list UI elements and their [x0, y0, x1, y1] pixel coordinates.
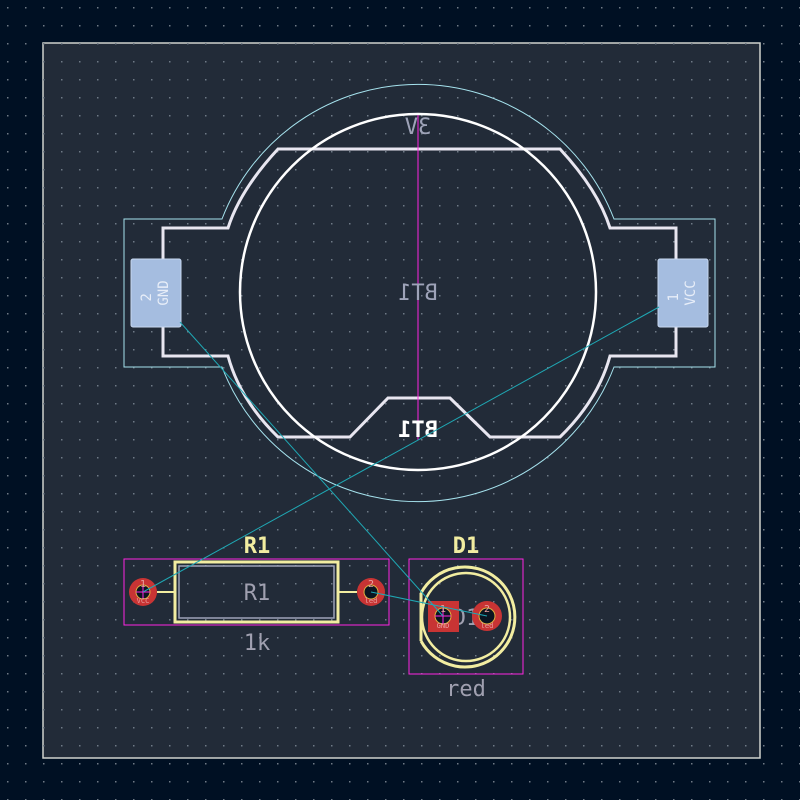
bt1-value: 3V — [405, 115, 432, 140]
d1-courtyard — [408, 558, 524, 675]
bt1-pad-2-net: GND — [156, 280, 172, 305]
d1-pad-1-net: GND — [437, 622, 450, 630]
d1-pad-2-net: led — [481, 622, 494, 630]
r1-pad-1-number: 1 — [140, 579, 146, 590]
d1-pad-2-number: 2 — [484, 604, 490, 615]
bt1-pad-2-label: 2 GND — [139, 280, 172, 305]
ratsnest-vcc — [142, 306, 660, 593]
bt1-pad-1-number: 1 — [666, 293, 682, 301]
d1-reference: D1 — [453, 534, 480, 559]
bt1-battery-circle — [238, 112, 598, 472]
r1-courtyard — [123, 558, 390, 626]
r1-pad-2-number: 2 — [368, 579, 374, 590]
d1-pad-1-number: 1 — [440, 604, 446, 615]
bt1-pad-1-net: VCC — [683, 280, 699, 305]
d1-value: red — [446, 677, 486, 702]
d1-silkscreen-outline — [419, 565, 517, 669]
r1-pad-1-net: VCC — [137, 597, 150, 605]
footprint-d1[interactable]: D1 1 GND 2 led D1 red — [408, 534, 524, 702]
ratsnest — [142, 306, 660, 617]
bt1-pad-1[interactable] — [657, 258, 709, 328]
bt1-pad-2[interactable] — [130, 258, 182, 328]
bt1-reference-silk: BT1 — [398, 418, 438, 443]
footprint-r1[interactable]: 1 VCC 2 led R1 R1 1k — [123, 534, 390, 656]
bt1-courtyard — [123, 83, 716, 503]
bt1-silkscreen-outline — [161, 147, 678, 439]
bt1-reference-fab: BT1 — [398, 281, 438, 306]
d1-body-circle — [420, 571, 512, 663]
r1-fab-body — [178, 565, 335, 619]
bt1-pad-1-label: 1 VCC — [666, 280, 699, 305]
ratsnest-gnd — [179, 321, 444, 617]
footprint-bt1[interactable]: 2 GND 1 VCC BT1 3V BT1 — [123, 83, 716, 503]
r1-silkscreen-body — [173, 560, 340, 624]
ratsnest-led — [370, 591, 488, 617]
bt1-pad-2-number: 2 — [139, 293, 155, 301]
r1-reference-fab: R1 — [244, 581, 271, 606]
r1-pad-2-net: led — [365, 597, 378, 605]
r1-value: 1k — [244, 631, 271, 656]
r1-reference: R1 — [244, 534, 271, 559]
